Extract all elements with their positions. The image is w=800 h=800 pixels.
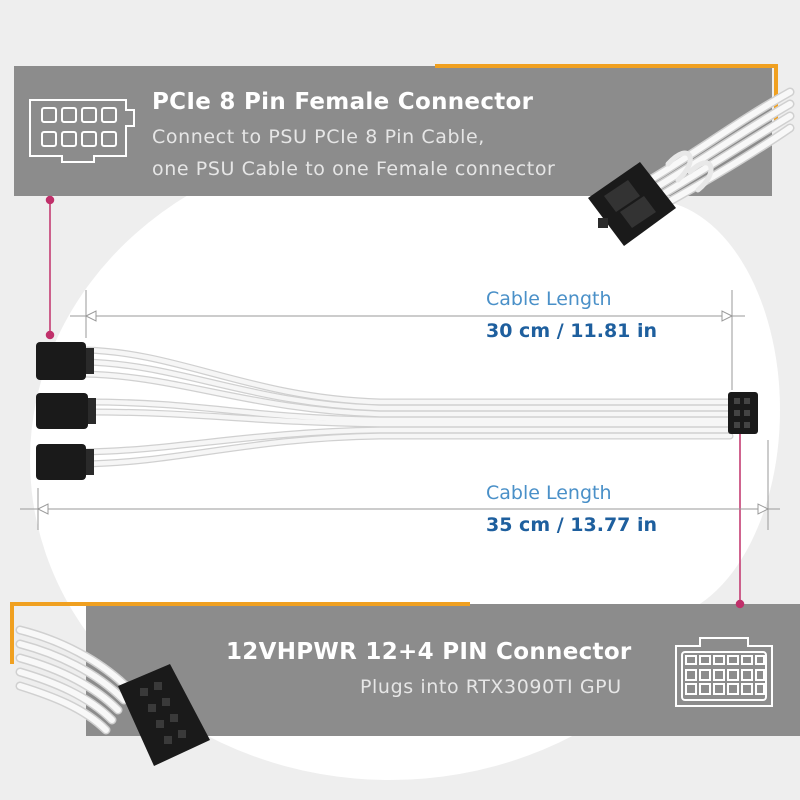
top-marker: [45, 195, 55, 340]
pcie-connector-2: [36, 393, 96, 429]
top-connector-subtitle-2: one PSU Cable to one Female connector: [152, 158, 556, 180]
pcie-connector-3: [36, 444, 94, 480]
bottom-connector-title: 12VHPWR 12+4 PIN Connector: [226, 639, 632, 665]
bottom-accent-line: [10, 602, 470, 664]
dimension-line-short: [70, 290, 745, 390]
cable-length-value-short: 30 cm / 11.81 in: [486, 320, 658, 342]
top-cable-photo: [645, 87, 795, 209]
dimension-line-long: [20, 440, 780, 530]
cable-length-label-long: Cable Length: [486, 482, 612, 504]
bottom-marker: [735, 430, 745, 609]
pcie-8pin-outline-icon: [29, 99, 135, 163]
12vhpwr-plug: [728, 392, 758, 434]
pcie-connector-1: [36, 342, 94, 380]
cable-bundle: [80, 346, 734, 468]
cable-length-label-short: Cable Length: [486, 288, 612, 310]
bottom-connector-subtitle: Plugs into RTX3090TI GPU: [360, 676, 622, 698]
top-connector-subtitle-1: Connect to PSU PCIe 8 Pin Cable,: [152, 126, 485, 148]
bottom-cable-photo: [15, 625, 135, 735]
bottom-connector-photo: [118, 664, 210, 766]
top-connector-title: PCIe 8 Pin Female Connector: [152, 89, 534, 115]
12vhpwr-16pin-outline-icon: [675, 637, 773, 707]
top-connector-photo: [588, 162, 676, 246]
cable-length-value-long: 35 cm / 13.77 in: [486, 514, 658, 536]
